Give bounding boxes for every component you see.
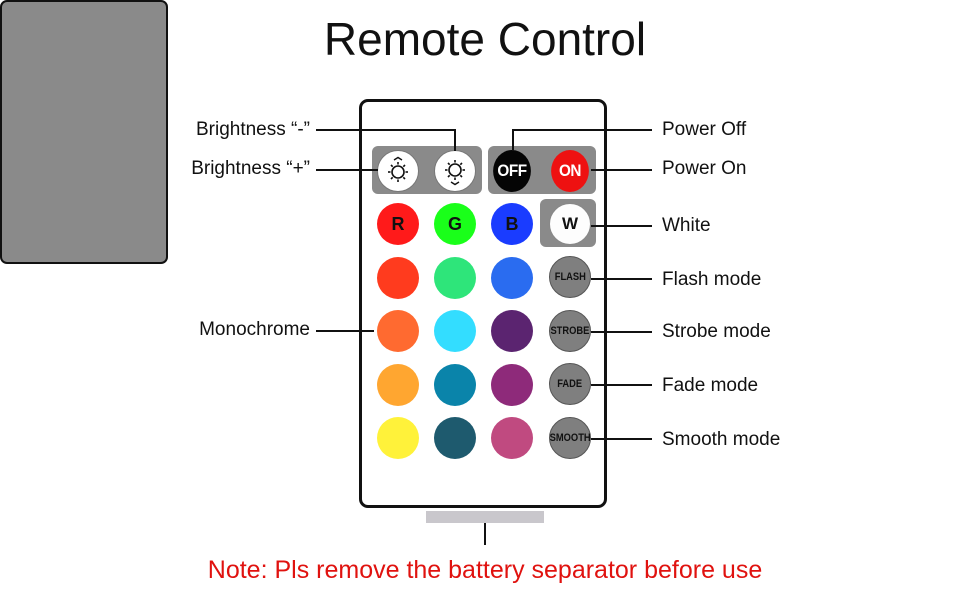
leader-power-off-drop bbox=[512, 129, 514, 151]
power-on-button[interactable]: ON bbox=[551, 150, 589, 192]
label-brightness-minus: Brightness “-” bbox=[195, 119, 310, 140]
fade-button[interactable]: FADE bbox=[549, 363, 591, 405]
battery-note: Note: Pls remove the battery separator b… bbox=[207, 556, 763, 584]
battery-separator bbox=[426, 511, 544, 523]
leader-brightness-minus bbox=[316, 129, 456, 131]
power-off-button[interactable]: OFF bbox=[493, 150, 531, 192]
monochrome-grid-panel bbox=[0, 0, 168, 264]
label-flash-mode: Flash mode bbox=[662, 269, 762, 290]
color-button-r1-c2[interactable] bbox=[491, 257, 533, 299]
leader-strobe bbox=[591, 331, 652, 333]
color-button-r3-c2[interactable] bbox=[491, 364, 533, 406]
color-button-r4-c0[interactable] bbox=[377, 417, 419, 459]
color-button-r2-c0[interactable] bbox=[377, 310, 419, 352]
leader-monochrome bbox=[316, 330, 374, 332]
brightness-plus-button[interactable] bbox=[377, 150, 419, 192]
color-button-r2-c1[interactable] bbox=[434, 310, 476, 352]
brightness-minus-button[interactable] bbox=[434, 150, 476, 192]
strobe-button-label: STROBE bbox=[550, 325, 590, 337]
white-button[interactable]: W bbox=[549, 203, 591, 245]
label-brightness-plus: Brightness “+” bbox=[191, 158, 310, 179]
smooth-button-label: SMOOTH bbox=[549, 432, 591, 444]
leader-power-on bbox=[591, 169, 652, 171]
blue-button[interactable]: B bbox=[491, 203, 533, 245]
label-monochrome: Monochrome bbox=[199, 319, 310, 340]
page-title: Remote Control bbox=[323, 13, 647, 65]
color-button-r4-c2[interactable] bbox=[491, 417, 533, 459]
label-white: White bbox=[662, 215, 711, 236]
leader-smooth bbox=[591, 438, 652, 440]
separator-leader-line bbox=[484, 523, 486, 545]
leader-brightness-minus-drop bbox=[454, 129, 456, 151]
color-button-r1-c1[interactable] bbox=[434, 257, 476, 299]
color-button-r3-c1[interactable] bbox=[434, 364, 476, 406]
fade-button-label: FADE bbox=[557, 378, 583, 390]
leader-flash bbox=[591, 278, 652, 280]
brightness-down-icon bbox=[445, 160, 465, 186]
label-fade-mode: Fade mode bbox=[662, 375, 759, 396]
label-strobe-mode: Strobe mode bbox=[662, 321, 771, 342]
label-power-off: Power Off bbox=[662, 119, 747, 140]
flash-button[interactable]: FLASH bbox=[549, 256, 591, 298]
color-button-r1-c0[interactable] bbox=[377, 257, 419, 299]
color-button-r3-c0[interactable] bbox=[377, 364, 419, 406]
leader-white bbox=[591, 225, 652, 227]
brightness-up-icon bbox=[388, 156, 408, 182]
smooth-button[interactable]: SMOOTH bbox=[549, 417, 591, 459]
green-button[interactable]: G bbox=[434, 203, 476, 245]
strobe-button[interactable]: STROBE bbox=[549, 310, 591, 352]
flash-button-label: FLASH bbox=[554, 271, 586, 283]
label-smooth-mode: Smooth mode bbox=[662, 429, 781, 450]
label-power-on: Power On bbox=[662, 158, 747, 179]
leader-power-off bbox=[512, 129, 652, 131]
color-button-r2-c2[interactable] bbox=[491, 310, 533, 352]
leader-fade bbox=[591, 384, 652, 386]
color-button-r4-c1[interactable] bbox=[434, 417, 476, 459]
red-button[interactable]: R bbox=[377, 203, 419, 245]
leader-brightness-plus bbox=[316, 169, 378, 171]
